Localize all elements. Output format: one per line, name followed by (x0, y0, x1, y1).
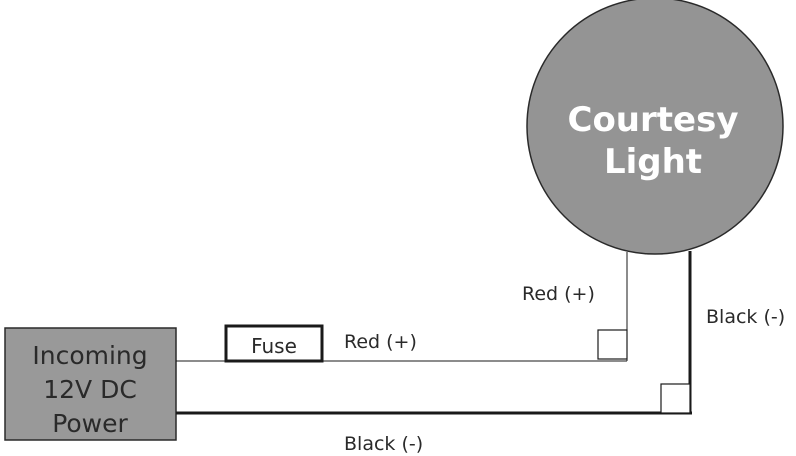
fuse: Fuse (224, 324, 324, 363)
incoming-power-label-line3: Power (52, 409, 128, 438)
incoming-power-label-line1: Incoming (32, 341, 147, 370)
black-wire-connector (660, 383, 691, 414)
fuse-box (224, 324, 324, 363)
black-wire-label-horizontal: Black (-) (344, 433, 423, 455)
incoming-power: Incoming 12V DC Power (4, 327, 177, 441)
incoming-power-box (4, 327, 177, 441)
red-wire-connector (597, 329, 628, 360)
red-wire-label-vertical: Red (+) (522, 283, 595, 305)
courtesy-light-label-line1: Courtesy (568, 100, 739, 140)
black-wire-label-vertical: Black (-) (706, 306, 785, 328)
incoming-power-label-line2: 12V DC (43, 375, 137, 404)
courtesy-light-label-line2: Light (604, 142, 702, 182)
fuse-label: Fuse (251, 334, 297, 358)
courtesy-light-circle (526, 0, 784, 255)
red-wire-label-horizontal: Red (+) (344, 331, 417, 353)
courtesy-light: Courtesy Light (526, 0, 784, 255)
